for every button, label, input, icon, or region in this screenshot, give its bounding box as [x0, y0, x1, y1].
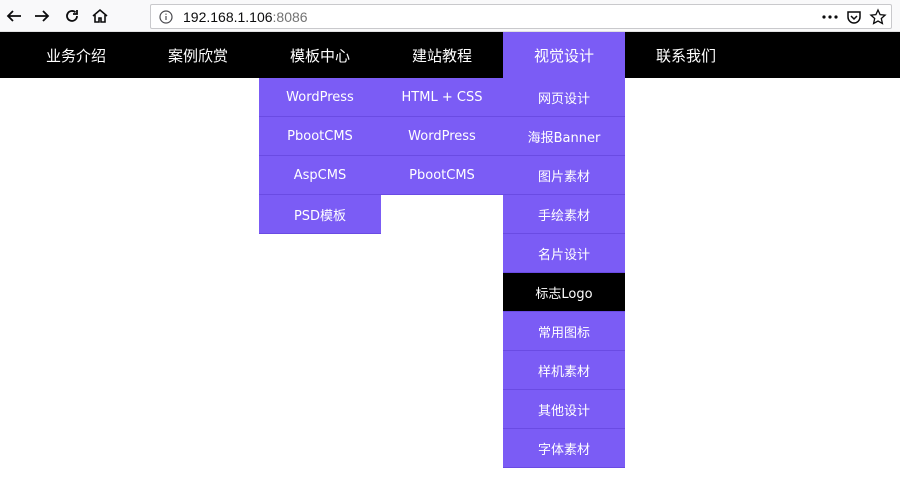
reload-icon	[66, 10, 78, 22]
forward-button[interactable]	[30, 4, 54, 28]
home-icon	[92, 8, 108, 23]
pocket-icon[interactable]	[845, 8, 863, 26]
dropdown-item[interactable]: PSD模板	[259, 195, 381, 234]
home-button[interactable]	[88, 4, 112, 28]
dropdown-item[interactable]: PbootCMS	[259, 117, 381, 156]
more-icon[interactable]	[821, 8, 839, 26]
back-button[interactable]	[2, 4, 26, 28]
dropdown-item[interactable]: 图片素材	[503, 156, 625, 195]
forward-icon	[35, 10, 50, 22]
dropdown-item[interactable]: 字体素材	[503, 429, 625, 468]
back-icon	[6, 10, 21, 22]
nav-item-business[interactable]: 业务介绍	[45, 46, 106, 65]
dropdown-item[interactable]: WordPress	[381, 117, 503, 156]
nav-item-cases[interactable]: 案例欣赏	[167, 46, 228, 65]
dropdown-item[interactable]: 样机素材	[503, 351, 625, 390]
nav-item-design[interactable]: 视觉设计	[503, 32, 625, 78]
main-nav: 业务介绍 案例欣赏 模板中心 建站教程 视觉设计 联系我们	[0, 32, 900, 78]
dropdown-templates: WordPress PbootCMS AspCMS PSD模板	[259, 78, 381, 234]
nav-item-contact[interactable]: 联系我们	[655, 46, 716, 65]
bookmark-star-icon[interactable]	[869, 7, 887, 26]
dropdown-item[interactable]: 名片设计	[503, 234, 625, 273]
url-bar[interactable]: 192.168.1.106:8086	[150, 4, 892, 29]
dropdown-item[interactable]: 网页设计	[503, 78, 625, 117]
dropdown-item-hovered[interactable]: 标志Logo	[503, 273, 625, 312]
dropdown-item[interactable]: 其他设计	[503, 390, 625, 429]
dropdown-item[interactable]: PbootCMS	[381, 156, 503, 195]
dropdown-item[interactable]: WordPress	[259, 78, 381, 117]
dropdown-item[interactable]: 手绘素材	[503, 195, 625, 234]
info-icon[interactable]	[159, 9, 173, 24]
dropdown-item[interactable]: HTML + CSS	[381, 78, 503, 117]
nav-item-templates[interactable]: 模板中心	[289, 46, 350, 65]
reload-button[interactable]	[60, 4, 84, 28]
dropdown-item[interactable]: 海报Banner	[503, 117, 625, 156]
url-host: 192.168.1.106	[183, 8, 273, 25]
nav-item-tutorials[interactable]: 建站教程	[411, 46, 472, 65]
dropdown-item[interactable]: 常用图标	[503, 312, 625, 351]
browser-toolbar: 192.168.1.106:8086	[0, 0, 900, 32]
url-port: :8086	[272, 8, 308, 25]
dropdown-design: 网页设计 海报Banner 图片素材 手绘素材 名片设计 标志Logo 常用图标…	[503, 78, 625, 468]
dropdown-tutorials: HTML + CSS WordPress PbootCMS	[381, 78, 503, 195]
dropdown-item[interactable]: AspCMS	[259, 156, 381, 195]
